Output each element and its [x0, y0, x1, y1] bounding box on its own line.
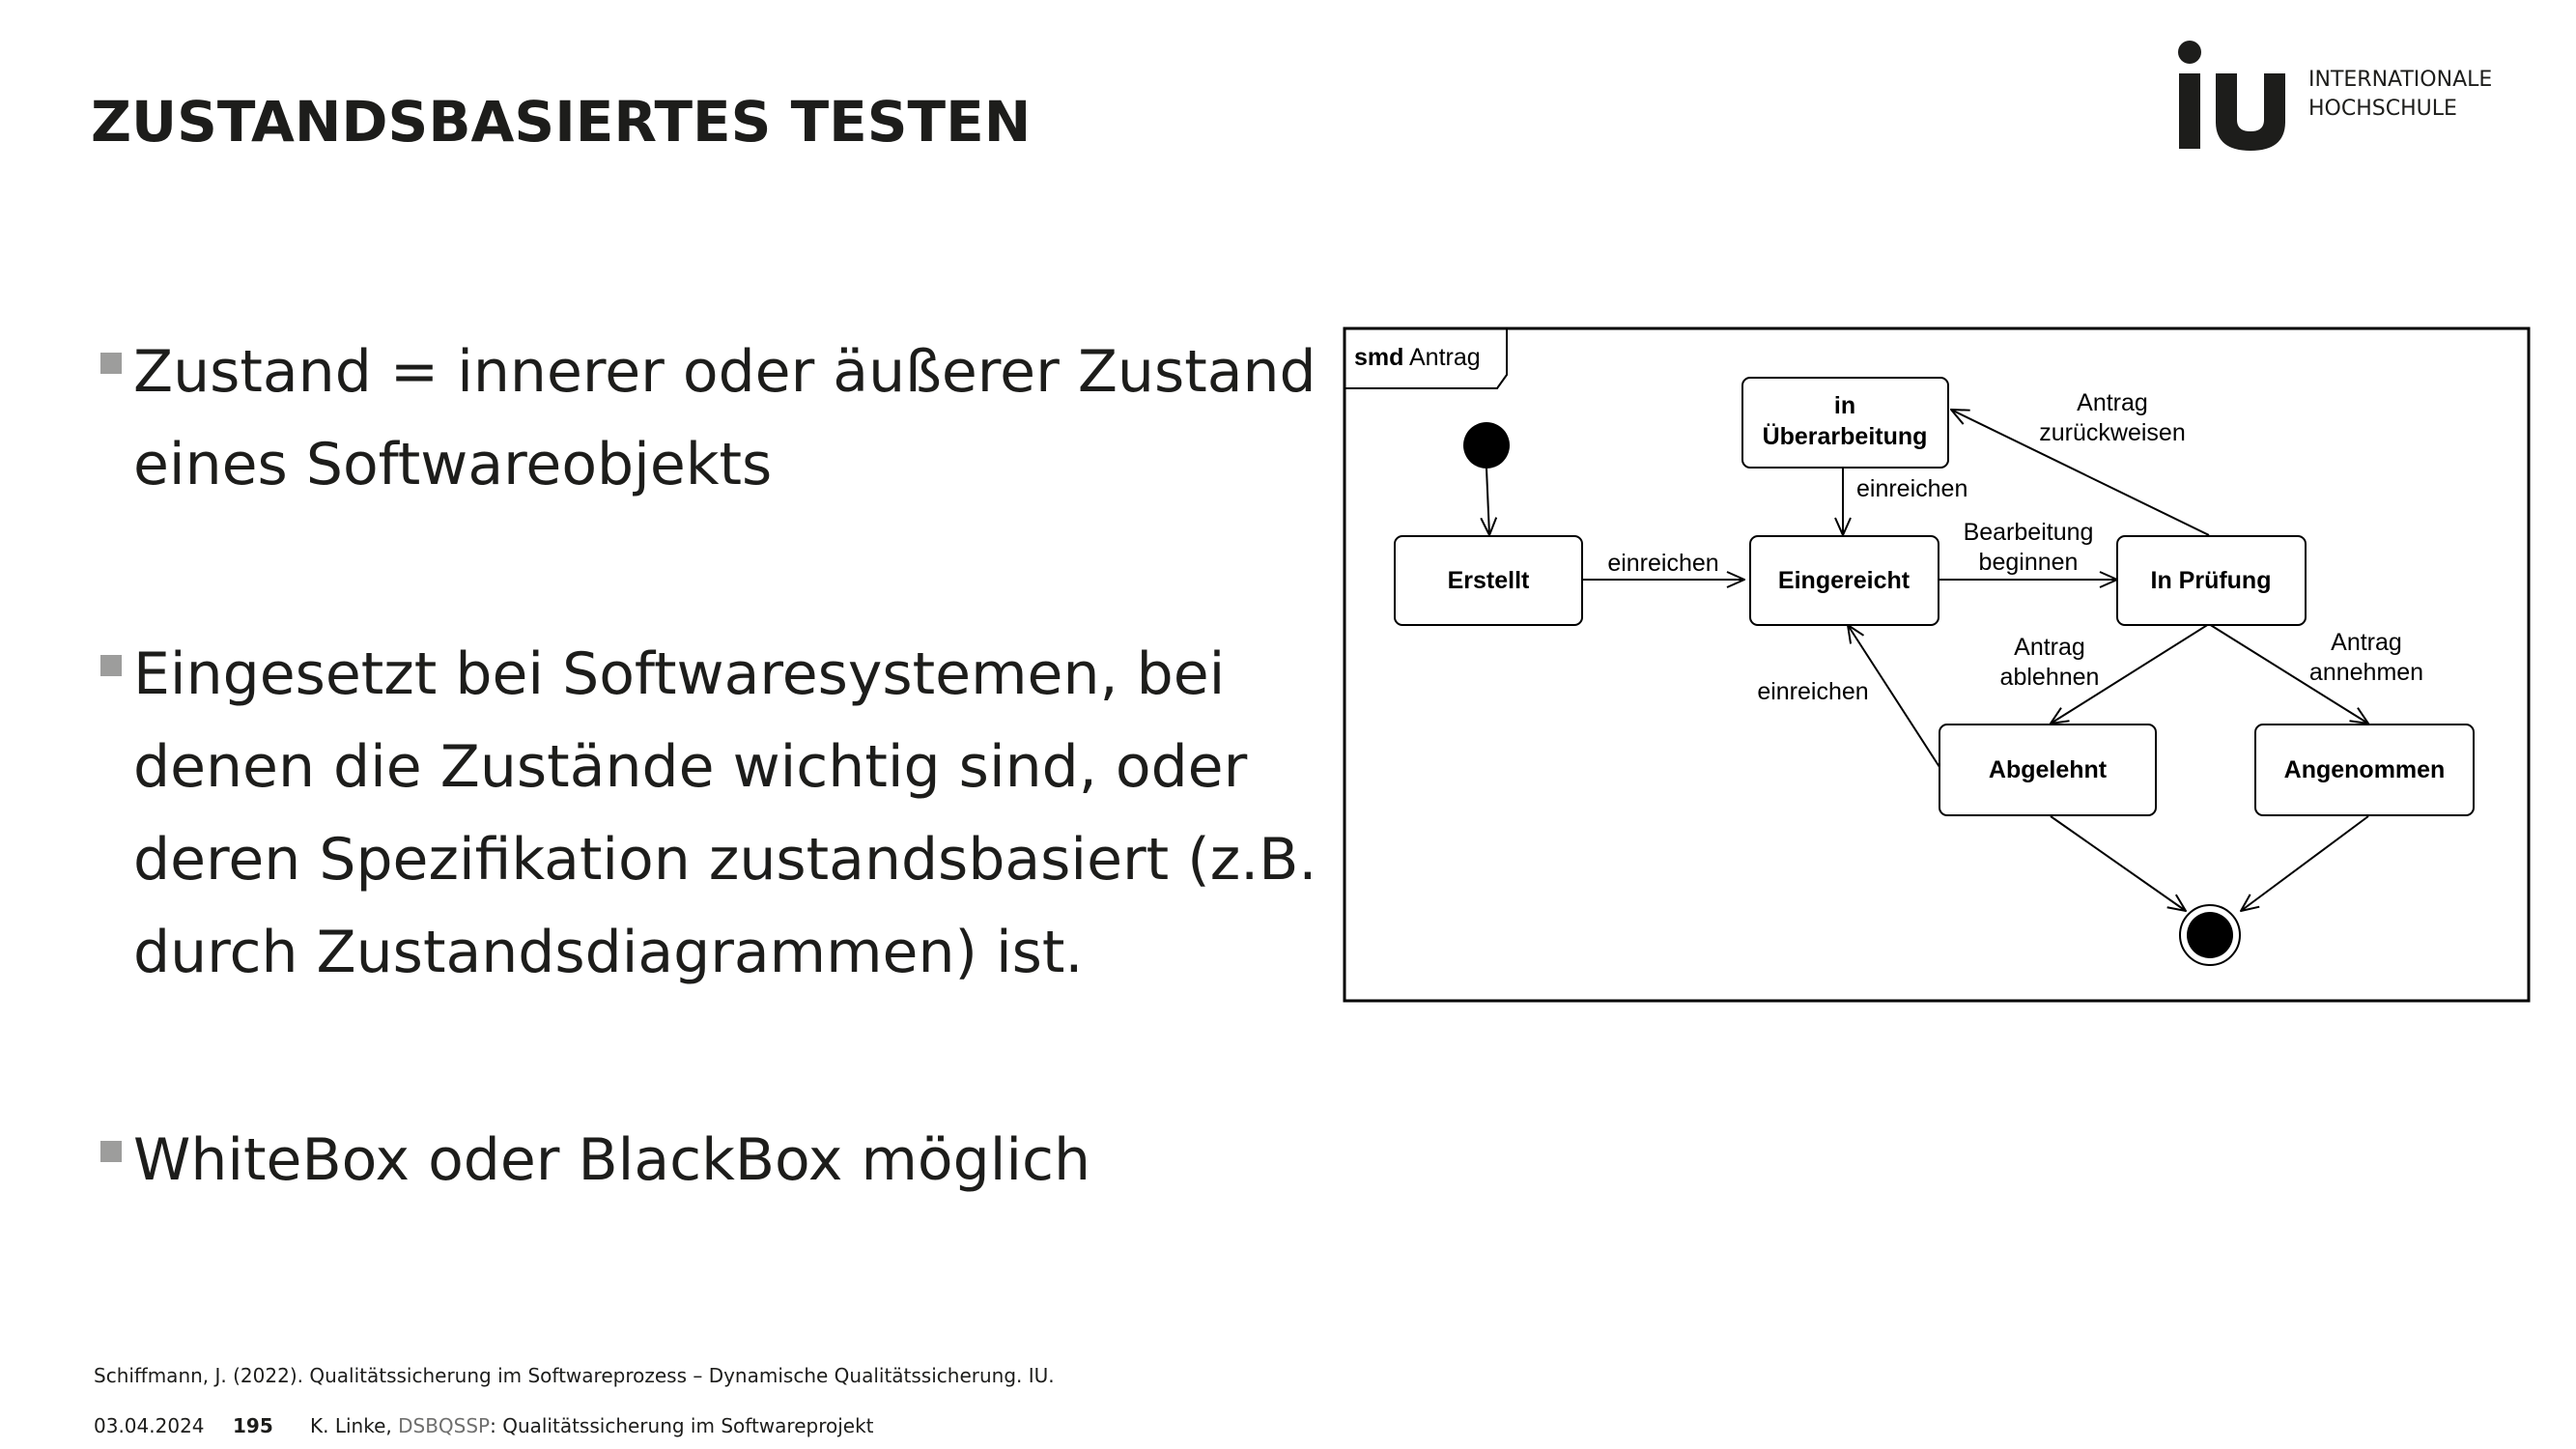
transition-label: einreichen: [1757, 678, 1868, 705]
frame-label-tab: [1345, 328, 1508, 389]
state-in-ueberarbeitung: in Überarbeitung: [1741, 377, 1949, 469]
frame-label: smd Antrag: [1354, 344, 1481, 371]
footer-course-code: DSBQSSP: [398, 1414, 491, 1437]
state-label: Erstellt: [1448, 567, 1530, 594]
bullet-square-icon: [100, 655, 122, 676]
bullet-text: WhiteBox oder BlackBox möglich: [133, 1114, 1331, 1207]
transition-label: beginnen: [1979, 549, 2079, 576]
state-eingereicht: Eingereicht: [1749, 535, 1939, 626]
initial-state: [1463, 422, 1510, 469]
transition-label: ablehnen: [2000, 664, 2100, 691]
bullet-text: Zustand = innerer oder äußerer Zustand e…: [133, 326, 1331, 511]
transition-pruefung-angenommen: [2208, 623, 2368, 724]
footer-author: K. Linke,: [310, 1414, 399, 1437]
bullet-item-zustand: Zustand = innerer oder äußerer Zustand e…: [97, 326, 1331, 511]
state-machine-diagram: smd Antrag in Überarbeitung Erstellt Ein…: [1343, 327, 2531, 1003]
bullet-text: Eingesetzt bei Softwaresystemen, bei den…: [133, 628, 1331, 999]
state-label: Angenommen: [2284, 756, 2446, 783]
bullet-line: deren Spezifikation zustandsbasiert (z.B…: [133, 826, 1317, 894]
transition-label: Antrag: [2077, 389, 2148, 416]
bullet-line: eines Softwareobjekts: [133, 431, 773, 498]
transition-angenommen-final: [2241, 815, 2369, 911]
transition-pruefung-ueberarbeitung: [1951, 410, 2210, 536]
state-label: Eingereicht: [1778, 567, 1911, 594]
transition-label: Bearbeitung: [1964, 519, 2094, 546]
bullet-line: denen die Zustände wichtig sind, oder: [133, 733, 1248, 801]
initial-transition: [1486, 468, 1489, 535]
transition-label: einreichen: [1856, 475, 1967, 502]
bullet-line: WhiteBox oder BlackBox möglich: [133, 1126, 1091, 1194]
bullet-line: Zustand = innerer oder äußerer Zustand: [133, 338, 1316, 406]
iu-logo: INTERNATIONALE HOCHSCHULE: [2177, 39, 2525, 164]
transition-label: zurückweisen: [2039, 419, 2185, 446]
footer-meta: 03.04.2024 195 K. Linke, DSBQSSP: Qualität…: [94, 1414, 874, 1437]
state-label: Überarbeitung: [1763, 422, 1928, 450]
iu-logo-mark: [2178, 41, 2285, 151]
transition-pruefung-abgelehnt: [2051, 623, 2210, 724]
transition-label: Antrag: [2014, 634, 2085, 661]
footer-reference: Schiffmann, J. (2022). Qualitätssicherun…: [94, 1364, 1055, 1387]
footer-course-title: : Qualitätssicherung im Softwareprojekt: [490, 1414, 874, 1437]
state-in-pruefung: In Prüfung: [2116, 535, 2307, 626]
transition-label: einreichen: [1607, 550, 1718, 577]
transition-abgelehnt-final: [2050, 815, 2186, 911]
frame-name: Antrag: [1409, 344, 1481, 371]
page-number: 195: [233, 1414, 273, 1437]
state-abgelehnt: Abgelehnt: [1939, 724, 2157, 816]
state-erstellt: Erstellt: [1394, 535, 1583, 626]
bullet-line: Eingesetzt bei Softwaresystemen, bei: [133, 640, 1226, 708]
state-label: In Prüfung: [2151, 567, 2272, 594]
logo-line-1: INTERNATIONALE: [2308, 68, 2493, 92]
state-label: in: [1834, 392, 1855, 419]
logo-text: INTERNATIONALE HOCHSCHULE: [2308, 66, 2492, 124]
state-label: Abgelehnt: [1989, 756, 2108, 783]
state-angenommen: Angenommen: [2254, 724, 2475, 816]
footer-date: 03.04.2024: [94, 1414, 205, 1437]
bullet-item-eingesetzt: Eingesetzt bei Softwaresystemen, bei den…: [97, 628, 1331, 999]
bullet-square-icon: [100, 353, 122, 374]
transition-label: Antrag: [2331, 629, 2402, 656]
frame-keyword: smd: [1354, 344, 1403, 371]
logo-line-2: HOCHSCHULE: [2308, 97, 2457, 121]
final-state: [2179, 904, 2241, 966]
bullet-item-whitebox: WhiteBox oder BlackBox möglich: [97, 1114, 1331, 1207]
transition-label: annehmen: [2309, 659, 2423, 686]
slide-title: ZUSTANDSBASIERTES TESTEN: [91, 89, 1032, 155]
transition-abgelehnt-eingereicht: [1848, 625, 1940, 768]
bullet-line: durch Zustandsdiagrammen) ist.: [133, 919, 1084, 986]
bullet-square-icon: [100, 1141, 122, 1162]
